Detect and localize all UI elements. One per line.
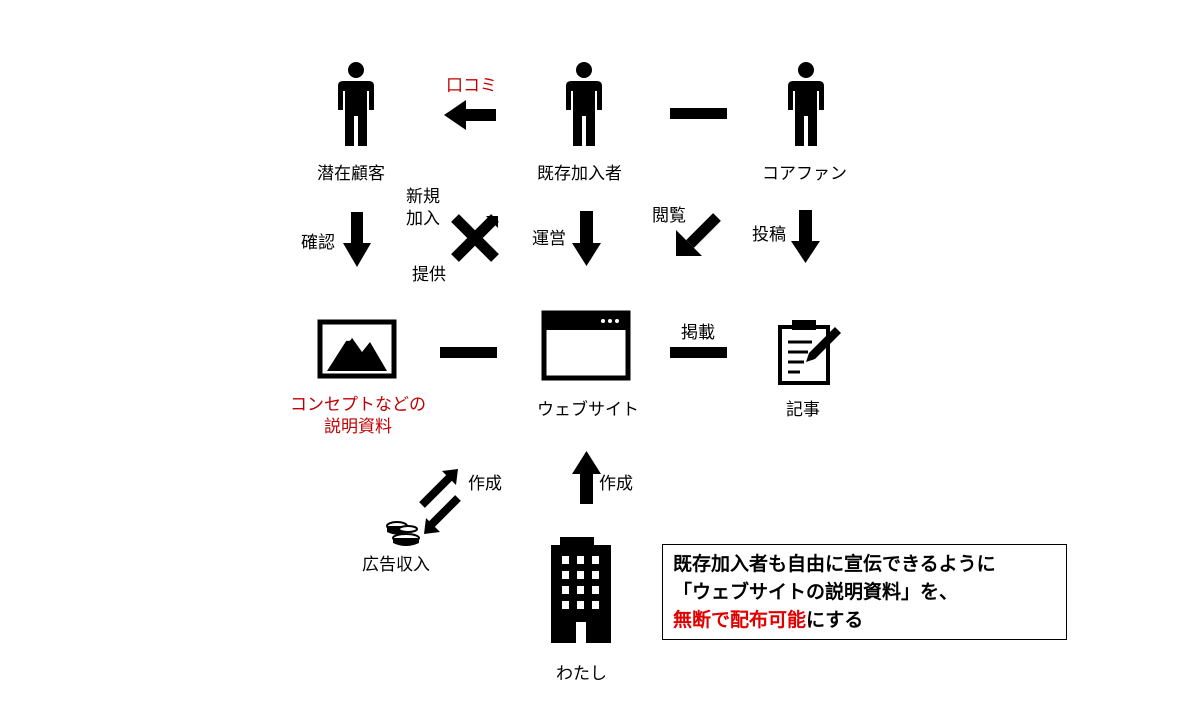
connector-dash: [670, 108, 727, 119]
edge-browse: 閲覧: [652, 206, 686, 226]
node-concept-material-line2: 説明資料: [324, 417, 392, 437]
clipboard-pen-icon: [778, 320, 841, 385]
edge-new-line1: 新規: [406, 187, 440, 207]
person-icon: [338, 62, 374, 146]
node-concept-material-line1: コンセプトなどの: [290, 395, 426, 415]
arrowhead-icon: [486, 216, 498, 228]
callout-line1: 既存加入者も自由に宣伝できるように: [673, 553, 996, 575]
arrow-diagonal-icon: [686, 213, 721, 248]
node-concept-material: コンセプトなどの 説明資料: [290, 394, 426, 438]
node-website: ウェブサイト: [537, 400, 639, 420]
arrow-down-icon: [343, 212, 371, 267]
person-icon: [788, 62, 824, 146]
edge-publish: 掲載: [681, 323, 715, 343]
arrow-diagonal-icon: [427, 495, 461, 529]
callout-line3: 無断で配布可能にする: [673, 606, 1066, 634]
node-article: 記事: [786, 400, 820, 420]
node-potential-customer: 潜在顧客: [317, 164, 385, 184]
cross-icon: [451, 214, 499, 262]
node-ad-revenue: 広告収入: [362, 555, 430, 575]
callout-line3-rest: にする: [806, 609, 864, 631]
edge-create-site: 作成: [599, 474, 633, 494]
callout-emphasis: 無断で配布可能: [673, 609, 807, 631]
edge-confirm: 確認: [301, 233, 335, 253]
node-core-fan: コアファン: [762, 164, 847, 184]
connector-dash: [670, 347, 727, 358]
edge-provide: 提供: [412, 265, 446, 285]
arrowhead-icon: [442, 469, 458, 485]
arrow-down-icon: [791, 210, 820, 263]
edge-word-of-mouth: 口コミ: [446, 76, 497, 96]
arrow-diagonal-icon: [419, 474, 453, 508]
connector-dash: [440, 347, 497, 358]
edge-post: 投稿: [752, 225, 786, 245]
edge-new-line2: 加入: [406, 209, 440, 229]
edge-operate: 運営: [532, 229, 566, 249]
coins-icon: [386, 521, 420, 546]
arrow-up-icon: [572, 451, 601, 504]
browser-window-icon: [541, 310, 631, 381]
callout-line2: 「ウェブサイトの説明資料」を、: [673, 581, 959, 603]
node-existing-member: 既存加入者: [537, 164, 622, 184]
edge-create-material: 作成: [468, 474, 502, 494]
person-icon: [566, 62, 602, 146]
office-building-icon: [551, 537, 611, 643]
node-me: わたし: [556, 664, 607, 684]
callout-box: 既存加入者も自由に宣伝できるように 「ウェブサイトの説明資料」を、 無断で配布可…: [662, 544, 1067, 640]
arrow-down-icon: [572, 211, 601, 266]
arrowhead-icon: [676, 230, 702, 256]
arrow-left-icon: [444, 100, 496, 130]
arrowhead-icon: [424, 518, 440, 534]
image-icon: [317, 319, 397, 379]
